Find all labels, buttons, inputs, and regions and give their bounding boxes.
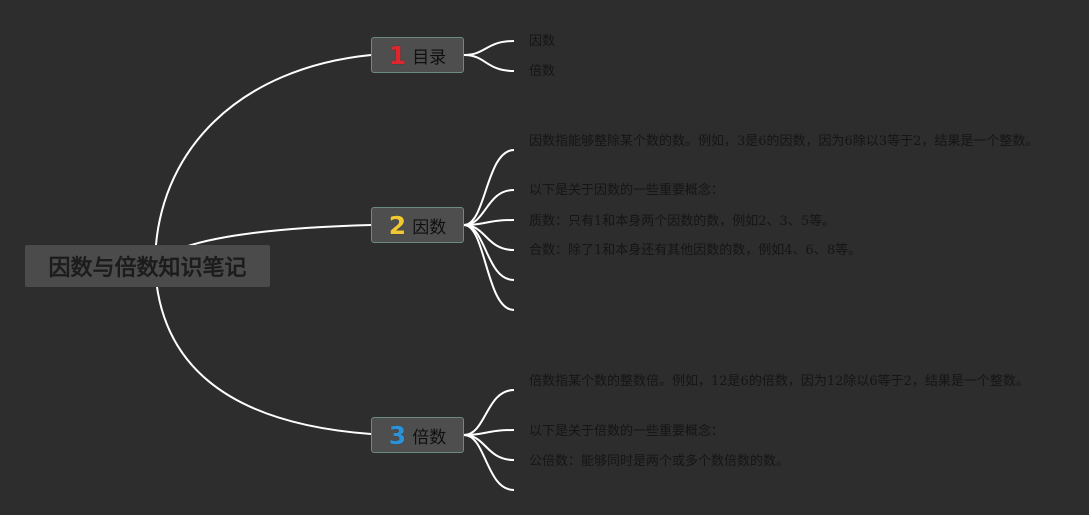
leaf-2-6[interactable]: [529, 300, 1039, 319]
branch-label: 因数: [412, 217, 447, 238]
leaf-link-3-4: [463, 434, 515, 491]
branch-topic-3[interactable]: 3 倍数: [371, 417, 464, 453]
leaf-link-1-2: [463, 54, 515, 72]
leaf-2-4[interactable]: 合数：除了1和本身还有其他因数的数，例如4、6、8等。: [529, 243, 862, 258]
root-to-branch-3-link: [154, 265, 372, 435]
branch-label: 倍数: [412, 427, 447, 448]
leaf-link-1-1: [463, 40, 515, 56]
leaf-2-1[interactable]: 因数指能够整除某个数的数。例如，3是6的因数，因为6除以3等于2，结果是一个整数…: [529, 134, 1039, 149]
root-topic[interactable]: 因数与倍数知识笔记: [25, 245, 270, 287]
branch-topic-1[interactable]: 1 目录: [371, 37, 464, 73]
leaf-1-1[interactable]: 因数: [529, 34, 556, 49]
leaf-link-2-1: [463, 149, 515, 226]
number-2-icon: 2: [388, 210, 407, 240]
leaf-link-3-1: [463, 389, 515, 436]
leaf-2-2[interactable]: 以下是关于因数的一些重要概念：: [529, 183, 725, 198]
leaf-3-3[interactable]: 公倍数：能够同时是两个或多个数倍数的数。: [529, 454, 790, 469]
leaf-3-1[interactable]: 倍数指某个数的整数倍。例如，12是6的倍数，因为12除以6等于2，结果是一个整数…: [529, 374, 1029, 389]
number-3-icon: 3: [388, 420, 407, 450]
leaf-3-2[interactable]: 以下是关于倍数的一些重要概念：: [529, 424, 725, 439]
branch-topic-2[interactable]: 2 因数: [371, 207, 464, 243]
leaf-3-4[interactable]: [529, 481, 1039, 500]
leaf-1-2[interactable]: 倍数: [529, 64, 556, 79]
branch-label: 目录: [412, 47, 447, 68]
leaf-link-2-6: [463, 224, 515, 311]
leaf-2-3[interactable]: 质数：只有1和本身两个因数的数，例如2、3、5等。: [529, 214, 836, 229]
leaf-2-5[interactable]: [529, 270, 1039, 289]
number-1-icon: 1: [388, 40, 407, 70]
root-to-branch-1-link: [154, 54, 372, 267]
root-title: 因数与倍数知识笔记: [48, 256, 247, 281]
